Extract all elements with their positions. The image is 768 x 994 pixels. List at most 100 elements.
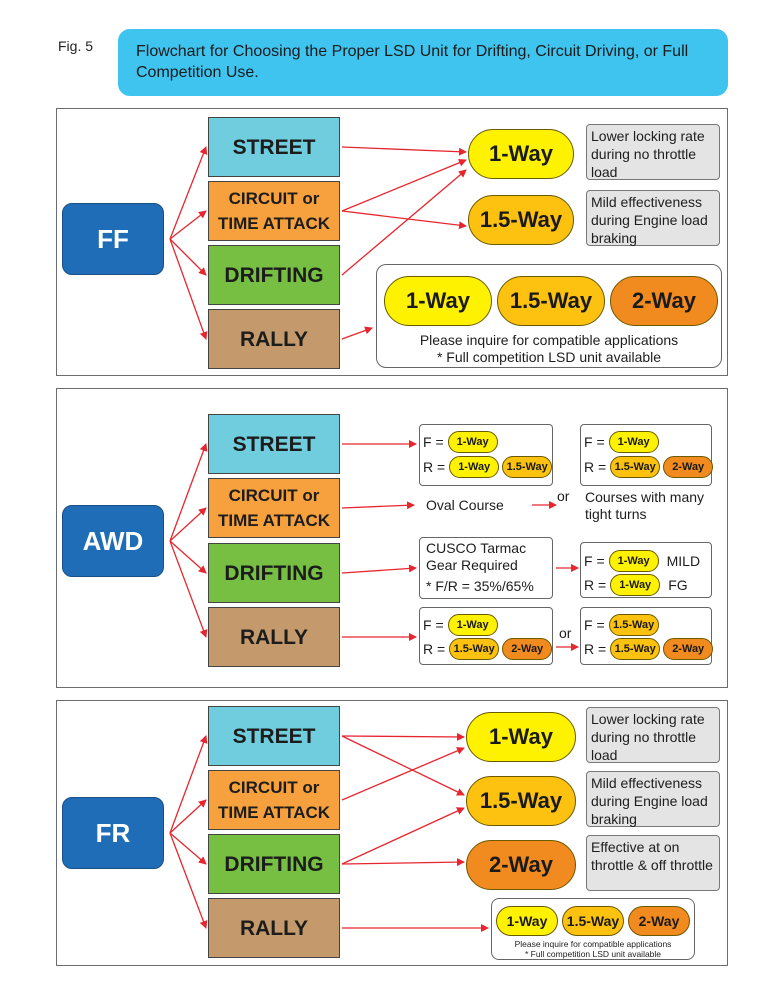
ff-rally-box: RALLY	[208, 309, 340, 369]
1way-pill: 1-Way	[447, 614, 498, 636]
flow-arrow	[169, 540, 207, 574]
awd-street-a-rear: R = 1-Way 1.5-Way	[423, 456, 553, 478]
awd-street-box: STREET	[208, 414, 340, 474]
awd-or-text-2: or	[559, 625, 572, 641]
ff-street-box: STREET	[208, 117, 340, 177]
flow-arrow	[169, 238, 207, 276]
awd-tarmac-line3: * F/R = 35%/65%	[426, 578, 534, 594]
fr-rally-1way-pill: 1-Way	[496, 906, 558, 936]
ff-inquire-text: Please inquire for compatible applicatio…	[419, 332, 679, 348]
awd-drift-rear: R = 1-Way FG	[584, 574, 688, 596]
awd-drift-front: F = 1-Way MILD	[584, 550, 700, 572]
awd-or-text-1: or	[557, 488, 570, 504]
flow-arrow	[341, 146, 467, 156]
flow-arrow	[169, 507, 207, 542]
awd-rally-a-rear: R = 1.5-Way 2-Way	[423, 638, 553, 660]
fg-label: FG	[668, 577, 688, 593]
ff-drifting-box: DRIFTING	[208, 245, 340, 305]
ff-note-15way: Mild effectiveness during Engine load br…	[586, 190, 720, 246]
fr-rally-15way-pill: 1.5-Way	[562, 906, 624, 936]
ff-drive-box: FF	[62, 203, 164, 275]
2way-pill: 2-Way	[502, 638, 553, 660]
ff-fullcomp-text: * Full competition LSD unit available	[436, 349, 662, 365]
ff-15way-pill: 1.5-Way	[468, 195, 574, 245]
fr-note-2way: Effective at on throttle & off throttle	[586, 835, 720, 891]
awd-rally-b-rear: R = 1.5-Way 2-Way	[584, 638, 714, 660]
awd-rally-b-front: F = 1.5-Way	[584, 614, 659, 636]
fr-drifting-box: DRIFTING	[208, 834, 340, 894]
awd-oval-text: Oval Course	[426, 497, 504, 513]
awd-street-b-rear: R = 1.5-Way 2-Way	[584, 456, 714, 478]
ff-circuit-box: CIRCUIT or TIME ATTACK	[208, 181, 340, 241]
circuit-line2: TIME ATTACK	[217, 803, 331, 822]
flow-arrow	[169, 735, 208, 834]
flow-arrow	[341, 732, 465, 741]
awd-street-a-front: F = 1-Way	[423, 431, 498, 453]
fr-street-box: STREET	[208, 706, 340, 766]
ff-rally-1way-pill: 1-Way	[384, 276, 492, 326]
r-label: R =	[423, 459, 446, 475]
fr-rally-box: RALLY	[208, 898, 340, 958]
r-label: R =	[423, 641, 446, 657]
15way-pill: 1.5-Way	[502, 456, 553, 478]
flow-arrow	[341, 858, 465, 867]
fr-note-15way: Mild effectiveness during Engine load br…	[586, 771, 720, 827]
r-label: R =	[584, 641, 607, 657]
f-label: F =	[423, 617, 444, 633]
flow-arrow	[169, 832, 207, 865]
flow-arrow	[169, 540, 208, 638]
flow-arrow	[341, 169, 467, 276]
mild-label: MILD	[666, 553, 701, 569]
awd-rally-box: RALLY	[208, 607, 340, 667]
ff-rally-2way-pill: 2-Way	[610, 276, 718, 326]
15way-pill: 1.5-Way	[608, 614, 659, 636]
flow-arrow	[341, 501, 415, 510]
f-label: F =	[584, 553, 605, 569]
figure-label: Fig. 5	[58, 38, 94, 54]
flow-arrow	[169, 443, 208, 542]
flow-arrow	[169, 238, 208, 340]
awd-street-b-front: F = 1-Way	[584, 431, 659, 453]
2way-pill: 2-Way	[663, 638, 714, 660]
1way-pill: 1-Way	[608, 431, 659, 453]
flow-arrow	[341, 735, 465, 796]
flow-arrow	[341, 807, 465, 865]
awd-rally-a-front: F = 1-Way	[423, 614, 498, 636]
1way-pill: 1-Way	[449, 456, 500, 478]
awd-tight-text: Courses with many tight turns	[585, 489, 705, 522]
15way-pill: 1.5-Way	[610, 638, 661, 660]
awd-tarmac-box	[419, 537, 553, 599]
flow-arrow	[169, 146, 208, 240]
circuit-line1: CIRCUIT or	[228, 778, 320, 797]
fr-fullcomp-text: * Full competition LSD unit available	[524, 949, 662, 959]
r-label: R =	[584, 577, 607, 593]
2way-pill: 2-Way	[663, 456, 714, 478]
flow-arrow	[341, 158, 467, 212]
fr-2way-pill: 2-Way	[466, 840, 576, 890]
f-label: F =	[423, 434, 444, 450]
fr-circuit-box: CIRCUIT or TIME ATTACK	[208, 770, 340, 830]
fr-inquire-text: Please inquire for compatible applicatio…	[514, 939, 672, 949]
1way-pill: 1-Way	[447, 431, 498, 453]
flow-arrow	[341, 747, 465, 801]
r-label: R =	[584, 459, 607, 475]
awd-tarmac-line2: Gear Required	[426, 557, 518, 573]
f-label: F =	[584, 434, 605, 450]
ff-1way-pill: 1-Way	[468, 129, 574, 179]
awd-drive-box: AWD	[62, 505, 164, 577]
flow-arrow	[169, 210, 207, 240]
15way-pill: 1.5-Way	[449, 638, 500, 660]
fr-15way-pill: 1.5-Way	[466, 776, 576, 826]
ff-note-1way: Lower locking rate during no throttle lo…	[586, 124, 720, 180]
fr-drive-box: FR	[62, 797, 164, 869]
f-label: F =	[584, 617, 605, 633]
fr-note-1way: Lower locking rate during no throttle lo…	[586, 707, 720, 763]
circuit-line2: TIME ATTACK	[217, 214, 331, 233]
flow-arrow	[341, 564, 417, 574]
flow-arrow	[341, 210, 467, 230]
fr-rally-2way-pill: 2-Way	[628, 906, 690, 936]
circuit-line1: CIRCUIT or	[228, 189, 320, 208]
1way-pill: 1-Way	[610, 574, 661, 596]
